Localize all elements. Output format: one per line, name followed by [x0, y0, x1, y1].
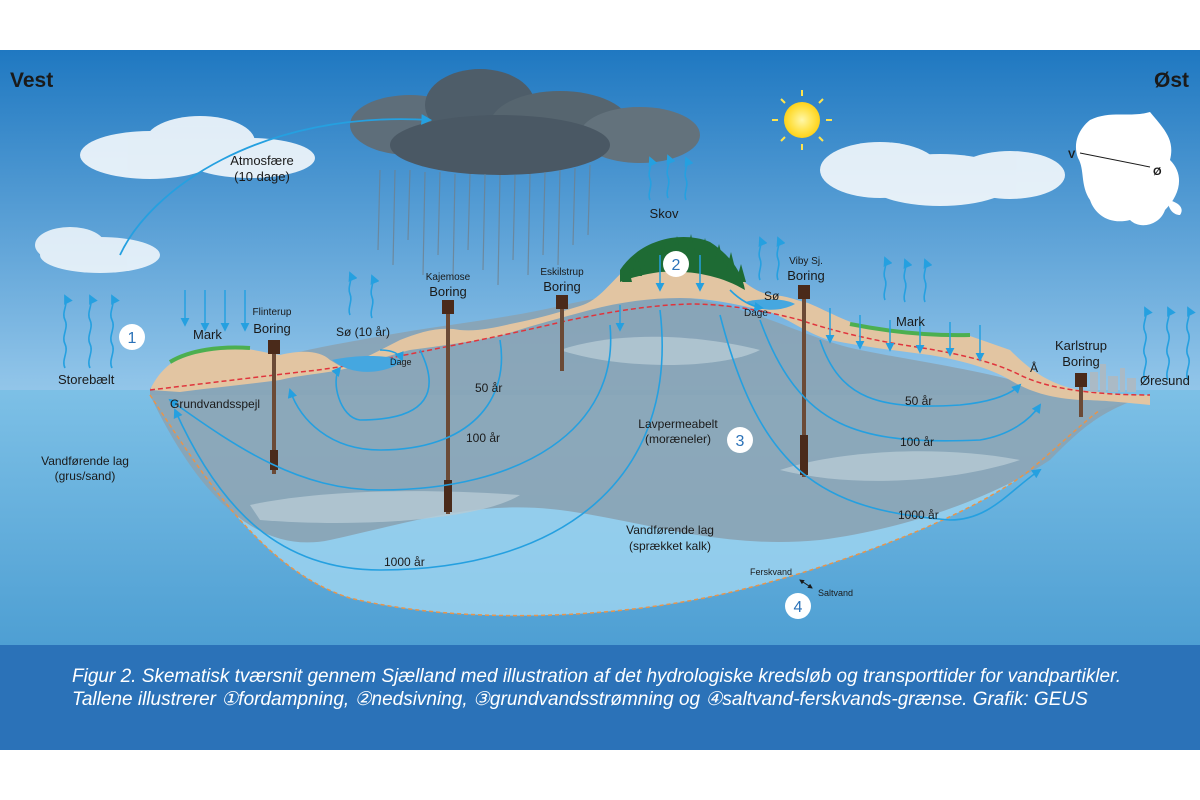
lake-west — [332, 356, 402, 372]
flow-time-w100: 100 år — [466, 431, 500, 445]
oresund-label: Øresund — [1140, 373, 1190, 388]
svg-text:2: 2 — [672, 257, 681, 274]
grass-west — [168, 345, 251, 364]
svg-text:3: 3 — [736, 433, 745, 450]
upper-aquifer-label: Vandførende lag — [41, 454, 129, 468]
days-label-2: Dage — [744, 308, 768, 319]
mark-east-label: Mark — [896, 314, 925, 329]
chalk-label: Vandførende lag — [626, 523, 714, 537]
borehole-kajemose — [442, 300, 454, 514]
zealand-map-icon — [1075, 112, 1182, 226]
lake-label: Sø — [764, 289, 780, 303]
fresh-salt-boundary — [149, 394, 1101, 617]
cloud-icon — [80, 116, 315, 179]
water-table-label: Grundvandsspejl — [170, 397, 260, 411]
chalk-material: (sprækket kalk) — [629, 539, 711, 553]
flow-time-e1000: 1000 år — [898, 508, 939, 522]
borehole-label-4b: Boring — [787, 268, 825, 283]
cloud-icon — [35, 227, 160, 273]
lowperm-material: (moræneler) — [645, 432, 711, 446]
sun-icon — [772, 90, 832, 150]
borehole-viby — [798, 285, 810, 477]
borehole-label-1a: Flinterup — [253, 307, 292, 318]
upper-aquifer-material: (grus/sand) — [55, 469, 116, 483]
borehole-karlstrup — [1075, 373, 1087, 417]
borehole-label-5b: Boring — [1062, 354, 1100, 369]
stream-label: Å — [1030, 360, 1038, 375]
evaporation-arrows — [63, 154, 1196, 381]
borehole-label-2b: Boring — [429, 284, 467, 299]
atmosphere-label: Atmosfære — [230, 153, 294, 168]
map-o-label: Ø — [1153, 166, 1162, 178]
svg-text:4: 4 — [794, 599, 803, 616]
infiltration-arrows — [180, 255, 985, 362]
caption-band: Figur 2. Skematisk tværsnit gennem Sjæll… — [0, 645, 1200, 750]
saltwater-label: Saltvand — [818, 588, 853, 598]
freshwater-label: Ferskvand — [750, 567, 792, 577]
storebaelt-label: Storebælt — [58, 372, 115, 387]
hydrology-cross-section: 1 2 3 4 Vest Øst V Ø Atmosfære (10 dage)… — [0, 50, 1200, 645]
lowperm-label: Lavpermeabelt — [638, 417, 718, 431]
marker-4: 4 — [785, 593, 811, 619]
marker-3: 3 — [727, 427, 753, 453]
borehole-label-3a: Eskilstrup — [540, 267, 584, 278]
marker-2: 2 — [663, 251, 689, 277]
flow-paths — [168, 289, 1042, 571]
flow-time-w1000: 1000 år — [384, 555, 425, 569]
flow-time-w50: 50 år — [475, 381, 502, 395]
borehole-label-4a: Viby Sj. — [789, 256, 823, 267]
fresh-salt-arrow — [799, 579, 813, 589]
mark-west-label: Mark — [193, 327, 222, 342]
grass-east — [849, 322, 971, 338]
rain — [377, 164, 591, 286]
borehole-flinterup — [268, 340, 280, 474]
lake-10-label: Sø (10 år) — [336, 325, 390, 339]
cloud-icon — [820, 142, 1065, 206]
flow-time-e50: 50 år — [905, 394, 932, 408]
borehole-label-1b: Boring — [253, 321, 291, 336]
skov-label: Skov — [650, 206, 679, 221]
figure-caption: Figur 2. Skematisk tværsnit gennem Sjæll… — [72, 666, 1121, 710]
city-skyline-icon — [1090, 364, 1136, 392]
atmosphere-arrow — [119, 114, 433, 256]
days-label-1: Dage — [390, 357, 412, 367]
groundwater-table — [149, 303, 1151, 396]
soil-surface — [150, 252, 1150, 405]
atmosphere-duration: (10 dage) — [234, 169, 290, 184]
map-v-label: V — [1068, 149, 1076, 161]
west-label: Vest — [10, 69, 53, 92]
rain-cloud-icon — [350, 69, 700, 175]
borehole-label-5a: Karlstrup — [1055, 338, 1107, 353]
east-label: Øst — [1154, 69, 1189, 92]
flow-time-e100: 100 år — [900, 435, 934, 449]
svg-text:1: 1 — [128, 330, 137, 347]
borehole-eskilstrup — [556, 295, 568, 371]
borehole-label-2a: Kajemose — [426, 272, 471, 283]
borehole-label-3b: Boring — [543, 279, 581, 294]
marker-1: 1 — [119, 324, 145, 350]
